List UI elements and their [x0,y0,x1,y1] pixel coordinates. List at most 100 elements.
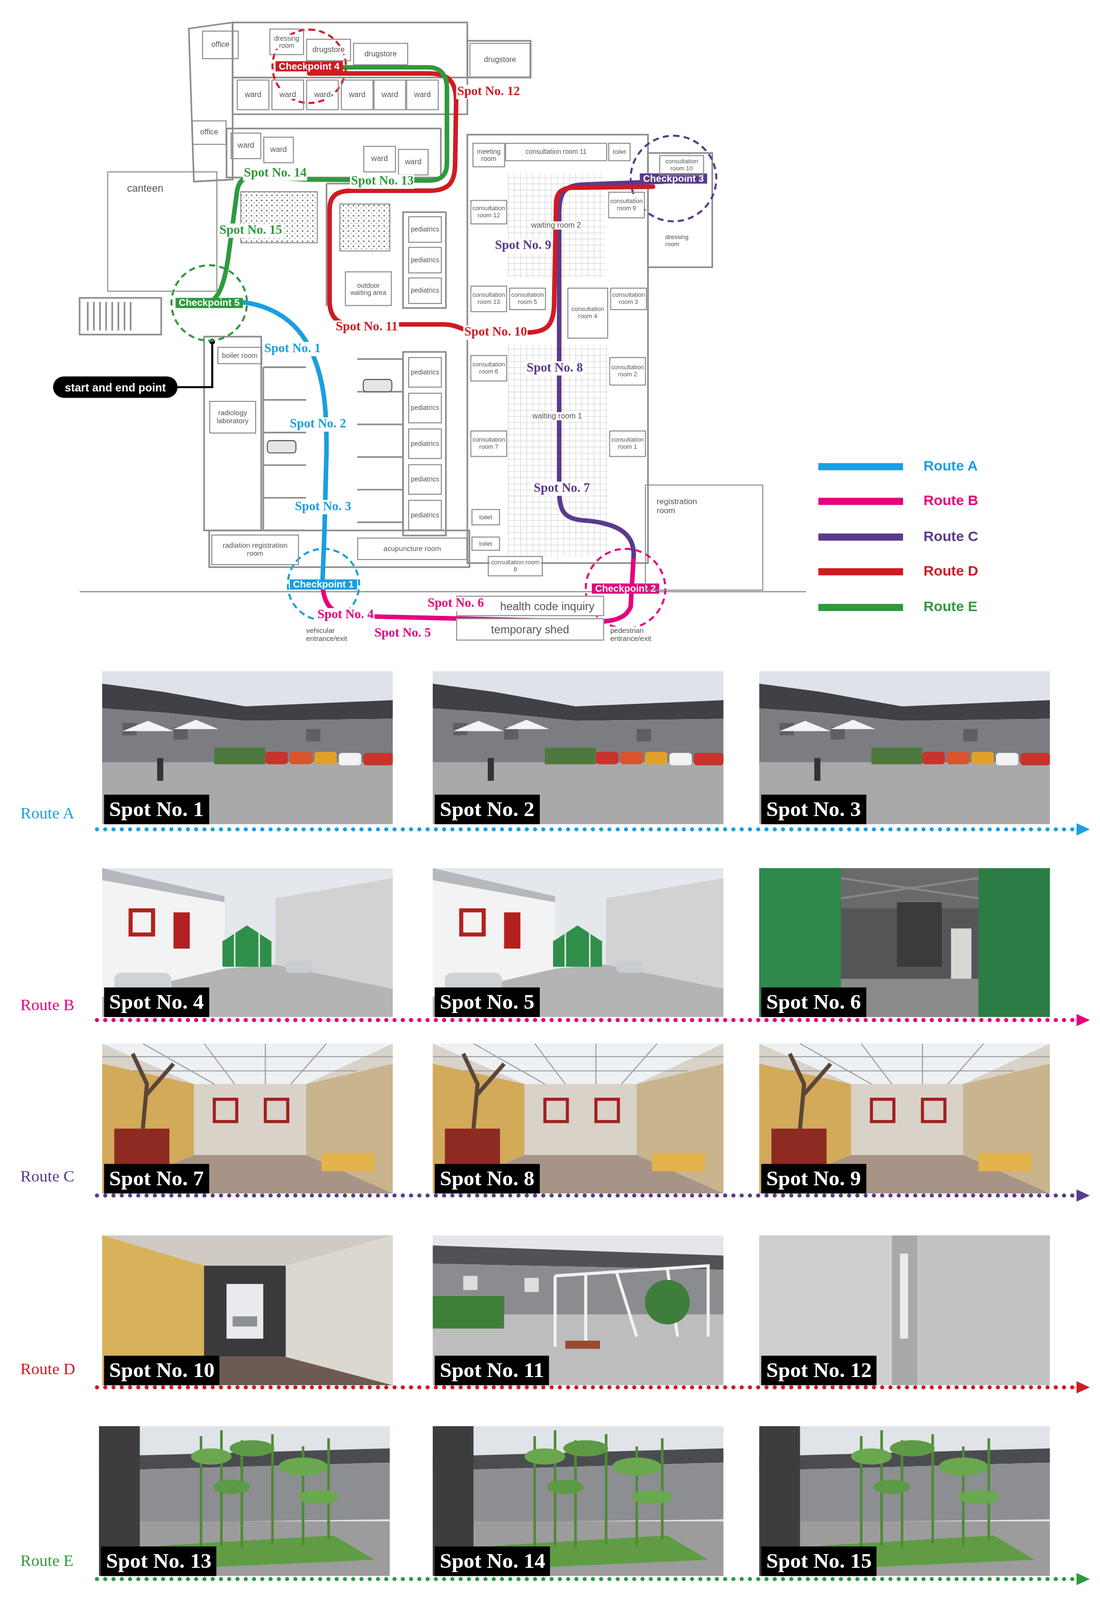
route-row-label: Route D [20,1360,76,1379]
room-box: ward [406,79,439,111]
timeline-arrowhead [1076,823,1090,1586]
spot-photo-label: Spot No. 6 [761,987,867,1018]
room-name: consultation room 2 [610,364,645,378]
spot-photo-part [101,1235,393,1387]
room-name: pediatrics [410,404,440,412]
spot-photo-part [759,1426,1050,1577]
spot-photo-label: Spot No. 5 [434,987,540,1018]
room-box: consultation room 2 [608,357,646,386]
courtyard-texture-part [339,204,391,251]
floor-plan-walls-part [467,40,531,78]
room-box: consultation room 3 [610,287,648,311]
room-box: toilet [608,143,631,162]
room-name: toilet [478,540,493,547]
spot-photo-part [432,671,724,825]
legend-swatch [818,497,904,505]
checkpoint-label: Checkpoint 3 [640,172,707,185]
room-name: consultation room 4 [569,306,607,320]
map-spot-label: Spot No. 5 [373,626,432,641]
spot-photo-label-text: Spot No. 2 [439,798,535,821]
room-name: consultation room 8 [489,559,541,573]
room-name: radiation registration room [213,542,297,558]
room-box: pediatrics [408,500,442,531]
spot-photo-label: Spot No. 7 [104,1164,209,1194]
room-name: ward [348,90,367,100]
timeline-arrowhead-part [1076,1381,1090,1395]
room-name: pediatrics [410,368,440,376]
room-name: consultation room 9 [609,198,644,212]
checkpoint-label: Checkpoint 2 [591,583,659,595]
route-line [209,67,664,622]
map-spot-label: Spot No. 2 [288,417,348,432]
room-box: outdoor waiting area [344,271,392,306]
legend-text: Route A [923,458,978,474]
spot-photo-label: Spot No. 15 [761,1547,877,1577]
floor-plan-walls-part [209,530,470,568]
route-line-part [309,73,653,333]
start-end-pill: start and end point [53,376,178,398]
map-spot-label: Spot No. 13 [349,174,415,189]
map-spot-label: Spot No. 8 [525,361,584,376]
room-name: health code inquiry [499,599,595,613]
legend-swatch [818,603,904,611]
legend-text: Route E [923,599,978,616]
room-name: office [210,40,231,50]
room-box: consultation room 11 [505,143,608,162]
legend-swatch [818,462,904,470]
room-box: consultation room 9 [608,191,645,219]
map-spot-label: Spot No. 1 [263,341,322,357]
floor-plan-walls-part [326,183,404,307]
checkpoint-label: Checkpoint 1 [289,579,357,591]
route-row-label: Route B [20,996,75,1015]
car-symbol [267,379,393,454]
spot-photo-label: Spot No. 11 [434,1356,550,1386]
spot-photo-part [759,868,1050,1018]
courtyard-texture [241,173,608,557]
room-box: consultation room 1 [608,430,646,457]
room-note: dressing room [665,233,703,248]
route-line-part [209,67,448,304]
room-box: consultation room 8 [487,555,543,577]
room-name: temporary shed [490,623,570,636]
room-box: consultation room 7 [470,430,508,457]
room-box: radiology laboratory [209,401,257,434]
legend-swatch [818,533,904,541]
room-name: consultation room 10 [661,158,702,172]
spot-photo-label-text: Spot No. 1 [109,798,205,821]
room-name: pediatrics [410,440,440,448]
room-box: temporary shed [456,618,604,641]
room-box: ward [363,145,396,173]
spot-photo-label: Spot No. 12 [761,1356,877,1386]
checkpoint-label: Checkpoint 4 [275,60,343,72]
room-name: canteen [126,182,164,195]
checkpoint-circle: Checkpoint 2 [584,547,667,630]
room-box: toilet [471,509,501,526]
room-box: drugstore [353,43,409,66]
spot-photo-part [101,868,393,1018]
legend-text: Route D [923,563,979,580]
room-name: ward [381,90,399,100]
route-row-label: Route E [20,1552,74,1571]
route-timeline [97,829,1077,1580]
route-row-label: Route C [20,1167,75,1186]
map-spot-label: Spot No. 10 [463,325,528,340]
room-box: pediatrics [408,464,442,495]
timeline-arrowhead-part [1076,1573,1090,1586]
spot-photo-label: Spot No. 9 [761,1164,867,1194]
floor-plan-walls-part [79,297,161,335]
map-spot-label: Spot No. 6 [426,597,485,612]
checkpoint-label: Checkpoint 5 [175,297,243,309]
room-box: ward [230,132,262,160]
room-box: ward [373,79,407,111]
room-name: ward [269,145,288,155]
car-symbol-part [267,440,296,454]
room-name: radiology laboratory [211,409,255,426]
map-spot-label: Spot No. 4 [316,608,375,623]
room-name: waiting room 1 [531,412,583,421]
entrance-label: vehicular entrance/exit [305,626,355,643]
spot-photo-part [432,1426,724,1577]
legend-text: Route B [923,492,979,509]
spot-photo [98,671,1050,1577]
room-name: ward [404,158,422,167]
